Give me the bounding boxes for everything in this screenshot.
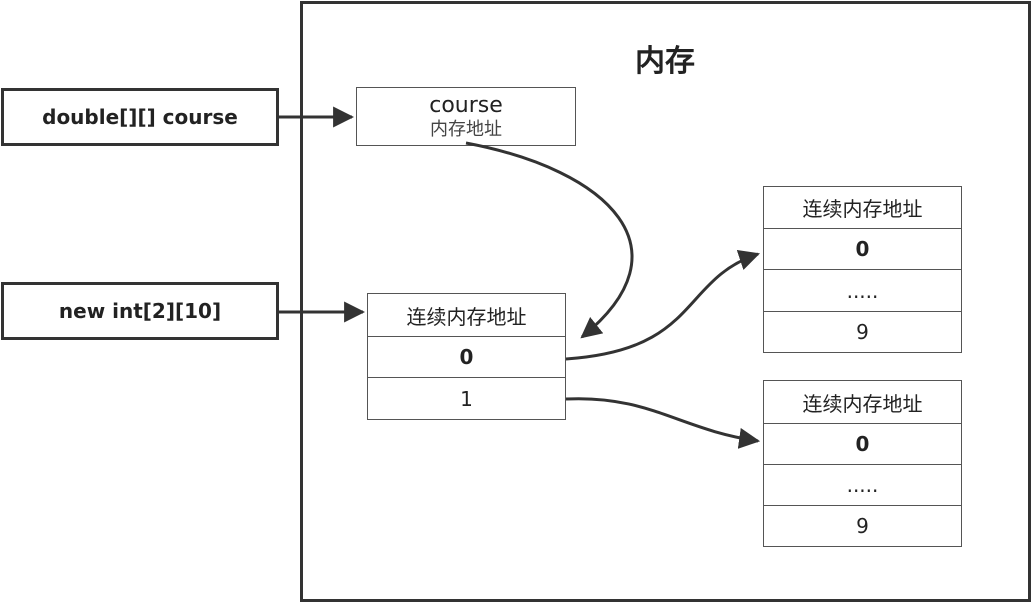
inner-array-bottom: 连续内存地址 0 ..... 9 — [763, 380, 962, 547]
inner-array-row: 9 — [763, 311, 962, 353]
course-reference-box: course 内存地址 — [356, 87, 576, 146]
inner-array-header: 连续内存地址 — [763, 186, 962, 229]
outer-array-header: 连续内存地址 — [367, 293, 566, 337]
outer-array-row: 1 — [367, 377, 566, 420]
inner-array-row: 0 — [763, 423, 962, 465]
inner-array-row: 0 — [763, 228, 962, 270]
inner-array-row: 9 — [763, 505, 962, 547]
allocation-box: new int[2][10] — [1, 282, 279, 340]
course-address-label: 内存地址 — [430, 119, 502, 140]
course-name: course — [429, 93, 503, 118]
outer-array-row: 0 — [367, 336, 566, 378]
memory-region — [300, 1, 1031, 602]
inner-array-top: 连续内存地址 0 ..... 9 — [763, 186, 962, 353]
inner-array-header: 连续内存地址 — [763, 380, 962, 424]
declaration-box: double[][] course — [1, 88, 279, 146]
outer-array: 连续内存地址 0 1 — [367, 293, 566, 420]
inner-array-row: ..... — [763, 464, 962, 506]
inner-array-row: ..... — [763, 269, 962, 312]
memory-title: 内存 — [635, 44, 695, 79]
